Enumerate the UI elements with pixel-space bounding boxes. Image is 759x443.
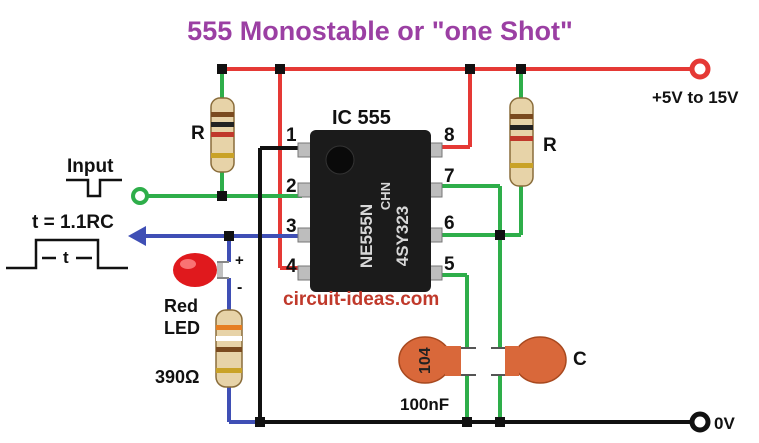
capacitor-104: 104 (398, 336, 476, 384)
signal-wires-green (140, 69, 523, 422)
chip-marking-line3: 4SY323 (393, 206, 412, 267)
junction-dots (217, 64, 526, 427)
pin-1-label: 1 (286, 125, 297, 146)
resistor-r-right (509, 97, 534, 187)
led-minus-label: - (237, 279, 242, 296)
vcc-wires (222, 67, 700, 270)
input-terminal (131, 187, 149, 205)
output-arrow-icon (128, 226, 146, 246)
pin-3-label: 3 (286, 216, 297, 237)
red-led (173, 253, 229, 287)
capacitor-c (491, 336, 567, 384)
supply-label: +5V to 15V (652, 88, 739, 107)
led-label-line1: Red (164, 296, 198, 316)
led-label-line2: LED (164, 318, 200, 338)
ground-label: 0V (714, 414, 735, 433)
watermark: circuit-ideas.com (283, 289, 439, 310)
chip-marking-line1: NE555N (357, 204, 376, 268)
resistor-390-label: 390Ω (155, 367, 199, 387)
cap-c-label: C (573, 349, 587, 370)
diagram-title: 555 Monostable or "one Shot" (187, 16, 573, 46)
ground-terminal (689, 411, 711, 433)
cap-104-marking: 104 (417, 347, 434, 374)
pin-7-label: 7 (444, 166, 455, 187)
ground-wires (258, 146, 700, 424)
chip-marking-line2: CHN (378, 182, 393, 210)
ic-555-chip: NE555N CHN 4SY323 (297, 130, 443, 292)
resistor-right-label: R (543, 135, 557, 156)
resistor-left-label: R (191, 123, 205, 144)
cap-100n-label: 100nF (400, 395, 449, 414)
pin-2-label: 2 (286, 176, 297, 197)
pin-4-label: 4 (286, 256, 297, 277)
pin-5-label: 5 (444, 254, 455, 275)
resistor-r-left (210, 97, 235, 173)
pin-6-label: 6 (444, 213, 455, 234)
input-label: Input (67, 156, 114, 177)
timing-label: t = 1.1RC (32, 212, 114, 233)
supply-terminal (689, 58, 711, 80)
pin-8-label: 8 (444, 125, 455, 146)
input-pulse-icon (66, 178, 122, 198)
led-plus-label: + (235, 252, 244, 269)
resistor-390 (215, 309, 243, 388)
pulse-t-label: t (63, 248, 69, 267)
ic-label: IC 555 (332, 107, 391, 129)
output-pulse-icon (6, 238, 128, 270)
